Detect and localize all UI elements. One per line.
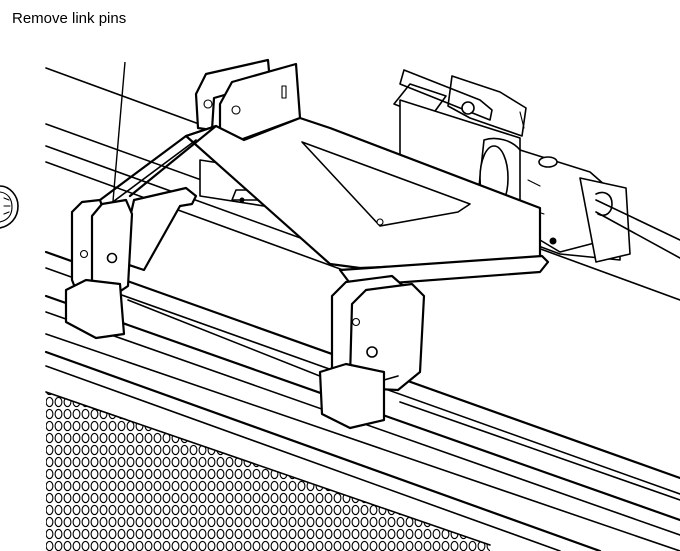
left-edge-fitting (0, 185, 19, 229)
left-link-bracket (64, 198, 134, 340)
a-frame-link (98, 116, 550, 288)
spiked-roller (45, 391, 491, 551)
right-link-bracket (318, 274, 426, 430)
callout-label: Remove link pins (12, 10, 127, 27)
